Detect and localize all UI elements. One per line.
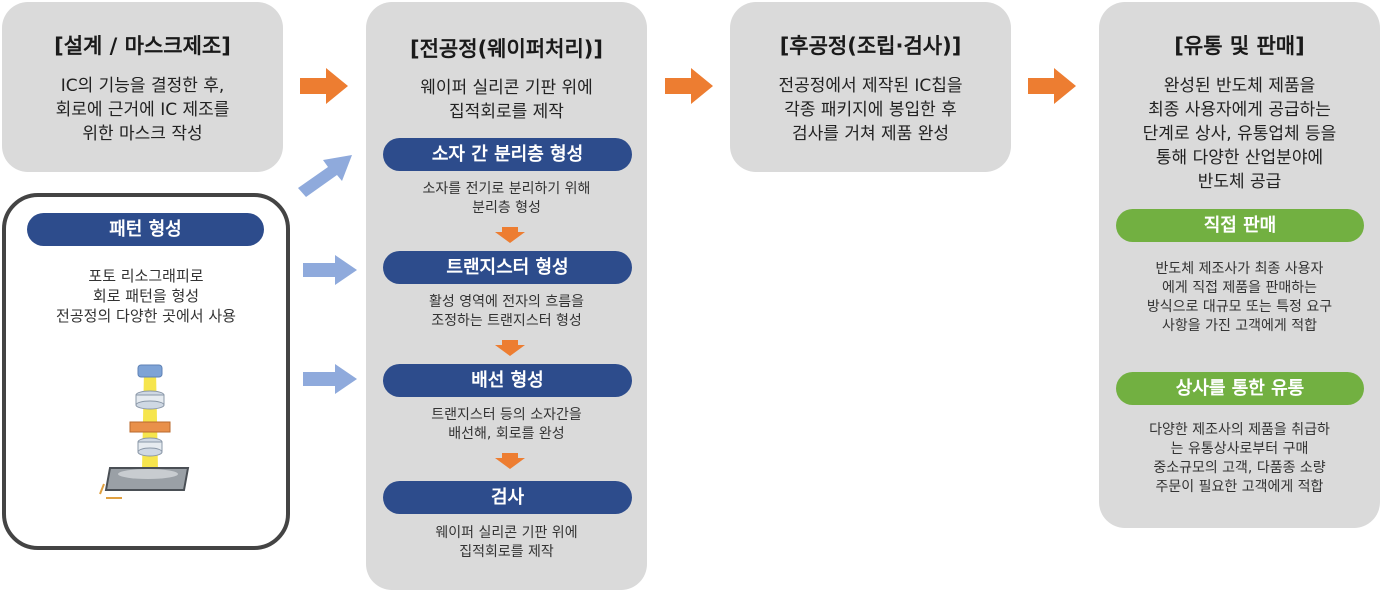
dist-desc-line: 단계로 상사, 유통업체 등을 xyxy=(1142,124,1337,144)
pattern-desc: 포토 리소그래피로 회로 패턴을 형성 전공정의 다양한 곳에서 사용 xyxy=(2,266,290,326)
front-desc-line: 웨이퍼 실리콘 기판 위에 xyxy=(420,78,593,98)
back-desc-line: 각종 패키지에 봉입한 후 xyxy=(784,100,957,120)
step-isolation-label: 소자 간 분리층 형성 xyxy=(383,138,632,171)
orange-arrow-icon xyxy=(665,68,713,104)
down-arrow-icon xyxy=(495,227,525,243)
dist-desc-line: 최종 사용자에게 공급하는 xyxy=(1148,100,1331,120)
direct-sales-desc: 반도체 제조사가 최종 사용자 에게 직접 제품을 판매하는 방식으로 대규모 … xyxy=(1099,260,1380,336)
pattern-desc-line: 포토 리소그래피로 xyxy=(88,267,204,285)
step-wiring-label: 배선 형성 xyxy=(383,364,632,397)
step-desc-line: 조정하는 트랜지스터 형성 xyxy=(431,313,582,329)
step-inspection-desc: 웨이퍼 실리콘 기판 위에 집적회로를 제작 xyxy=(366,524,647,562)
design-desc-line: 회로에 근거에 IC 제조를 xyxy=(55,100,230,120)
trader-desc-line: 다양한 제조사의 제품을 취급하 xyxy=(1149,422,1330,438)
lithography-illustration xyxy=(99,364,190,499)
step-desc-line: 웨이퍼 실리콘 기판 위에 xyxy=(435,525,578,541)
design-desc-line: 위한 마스크 작성 xyxy=(82,124,203,144)
orange-arrow-icon xyxy=(300,68,348,104)
design-desc: IC의 기능을 결정한 후, 회로에 근거에 IC 제조를 위한 마스크 작성 xyxy=(2,74,283,146)
trader-distribution-desc: 다양한 제조사의 제품을 취급하 는 유통상사로부터 구매 중소규모의 고객, … xyxy=(1099,421,1380,497)
direct-desc-line: 사항을 가진 고객에게 적합 xyxy=(1161,318,1318,334)
step-desc-line: 트랜지스터 등의 소자간을 xyxy=(431,407,582,423)
step-desc-line: 분리층 형성 xyxy=(472,200,541,216)
trader-distribution-label: 상사를 통한 유통 xyxy=(1116,372,1364,405)
dist-desc-line: 통해 다양한 산업분야에 xyxy=(1155,148,1324,168)
distribution-box: [유통 및 판매] 완성된 반도체 제품을 최종 사용자에게 공급하는 단계로 … xyxy=(1099,2,1380,528)
down-arrow-icon xyxy=(495,340,525,356)
lightblue-arrow-icon xyxy=(298,155,352,197)
down-arrow-icon xyxy=(495,453,525,469)
back-title: [후공정(조립·검사)] xyxy=(779,34,962,58)
design-box: [설계 / 마스크제조] IC의 기능을 결정한 후, 회로에 근거에 IC 제… xyxy=(2,2,283,172)
design-desc-line: IC의 기능을 결정한 후, xyxy=(60,76,225,96)
pattern-label: 패턴 형성 xyxy=(27,213,264,246)
lightblue-arrow-icon xyxy=(303,364,357,394)
back-desc: 전공정에서 제작된 IC칩을 각종 패키지에 봉입한 후 검사를 거쳐 제품 완… xyxy=(730,74,1011,146)
step-desc-line: 소자를 전기로 분리하기 위해 xyxy=(422,181,591,197)
back-desc-line: 전공정에서 제작된 IC칩을 xyxy=(778,76,963,96)
direct-sales-label: 직접 판매 xyxy=(1116,209,1364,242)
trader-desc-line: 중소규모의 고객, 다품종 소량 xyxy=(1153,460,1326,476)
orange-arrow-icon xyxy=(1028,68,1076,104)
step-transistor-desc: 활성 영역에 전자의 흐름을 조정하는 트랜지스터 형성 xyxy=(366,293,647,331)
step-transistor-label: 트랜지스터 형성 xyxy=(383,251,632,284)
direct-desc-line: 방식으로 대규모 또는 특정 요구 xyxy=(1146,299,1333,315)
step-isolation-desc: 소자를 전기로 분리하기 위해 분리층 형성 xyxy=(366,180,647,218)
front-desc-line: 집적회로를 제작 xyxy=(449,102,564,122)
direct-desc-line: 에게 직접 제품을 판매하는 xyxy=(1161,280,1318,296)
front-title: [전공정(웨이퍼처리)] xyxy=(410,37,603,61)
design-title: [설계 / 마스크제조] xyxy=(54,34,231,58)
dist-title: [유통 및 판매] xyxy=(1174,34,1305,58)
step-inspection-label: 검사 xyxy=(383,481,632,514)
direct-desc-line: 반도체 제조사가 최종 사용자 xyxy=(1155,261,1324,277)
step-wiring-desc: 트랜지스터 등의 소자간을 배선해, 회로를 완성 xyxy=(366,406,647,444)
step-desc-line: 집적회로를 제작 xyxy=(459,544,554,560)
pattern-desc-line: 회로 패턴을 형성 xyxy=(92,287,200,305)
trader-desc-line: 는 유통상사로부터 구매 xyxy=(1170,441,1309,457)
trader-desc-line: 주문이 필요한 고객에게 적합 xyxy=(1155,479,1324,495)
step-desc-line: 활성 영역에 전자의 흐름을 xyxy=(428,294,585,310)
step-desc-line: 배선해, 회로를 완성 xyxy=(448,426,565,442)
front-desc: 웨이퍼 실리콘 기판 위에 집적회로를 제작 xyxy=(366,76,647,124)
lightblue-arrow-icon xyxy=(303,255,357,285)
dist-desc-line: 반도체 공급 xyxy=(1197,172,1282,192)
back-desc-line: 검사를 거쳐 제품 완성 xyxy=(792,124,949,144)
pattern-desc-line: 전공정의 다양한 곳에서 사용 xyxy=(56,307,236,325)
dist-desc-line: 완성된 반도체 제품을 xyxy=(1163,76,1316,96)
back-process-box: [후공정(조립·검사)] 전공정에서 제작된 IC칩을 각종 패키지에 봉입한 … xyxy=(730,2,1011,172)
dist-desc: 완성된 반도체 제품을 최종 사용자에게 공급하는 단계로 상사, 유통업체 등… xyxy=(1099,74,1380,194)
